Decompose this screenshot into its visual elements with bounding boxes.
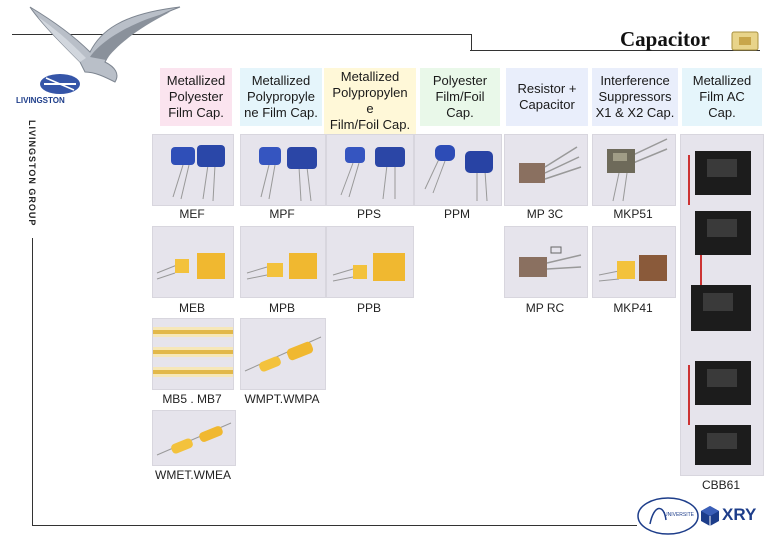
photo-mpb (240, 226, 326, 298)
photo-mpf (240, 134, 326, 206)
header-metallized-polyester: Metallized Polyester Film Cap. (160, 68, 232, 126)
label-mkp51: MKP51 (613, 207, 653, 221)
logo-text: LIVINGSTON (16, 96, 65, 105)
photo-ppb (326, 226, 414, 298)
label-ppb: PPB (356, 301, 381, 315)
top-rule (12, 34, 472, 35)
label-mb57: MB5 . MB7 (162, 392, 222, 406)
header-metallized-ac: Metallized Film AC Cap. (682, 68, 762, 126)
side-brand-text: LIVINGSTON GROUP (27, 120, 37, 227)
label-mkp41: MKP41 (613, 301, 653, 315)
photo-mb57 (152, 318, 234, 390)
photo-mkp51 (592, 134, 676, 206)
left-rule (32, 238, 33, 526)
label-mpf: MPF (269, 207, 295, 221)
label-mp3c: MP 3C (526, 207, 564, 221)
header-polyester-film-foil: Polyester Film/Foil Cap. (420, 68, 500, 126)
photo-meb (152, 226, 234, 298)
photo-cbb61 (680, 134, 764, 476)
xry-text: XRY (722, 505, 757, 524)
photo-ppm (414, 134, 502, 206)
top-rule-end (471, 34, 472, 50)
label-mpb: MPB (268, 301, 295, 315)
label-mef: MEF (179, 207, 205, 221)
label-ppm: PPM (443, 207, 470, 221)
label-meb: MEB (178, 301, 205, 315)
label-mprc: MP RC (525, 301, 565, 315)
photo-mkp41 (592, 226, 676, 298)
title-rule (470, 50, 760, 51)
photo-wmpt (240, 318, 326, 390)
page-title: Capacitor (620, 27, 710, 51)
header-pp-film-foil: Metallized Polypropylen e Film/Foil Cap. (324, 68, 416, 134)
photo-wmet (152, 410, 236, 466)
photo-mp3c (504, 134, 588, 206)
photo-mef (152, 134, 234, 206)
xry-cube-icon (701, 506, 719, 526)
university-text: UNIVERSITE (664, 512, 695, 518)
label-wmet: WMET.WMEA (155, 468, 231, 482)
capacitor-chip-icon (731, 31, 759, 51)
label-pps: PPS (356, 207, 381, 221)
bottom-rule (32, 525, 637, 526)
header-metallized-polypropylene: Metallized Polypropyle ne Film Cap. (240, 68, 322, 126)
university-logo-icon (637, 497, 699, 535)
header-resistor-capacitor: Resistor + Capacitor (506, 68, 588, 126)
label-wmpt: WMPT.WMPA (244, 392, 320, 406)
header-interference-suppressors: Interference Suppressors X1 & X2 Cap. (592, 68, 678, 126)
photo-pps (326, 134, 414, 206)
bird-logo-icon (29, 6, 181, 94)
label-cbb61: CBB61 (701, 478, 741, 492)
photo-mprc (504, 226, 588, 298)
